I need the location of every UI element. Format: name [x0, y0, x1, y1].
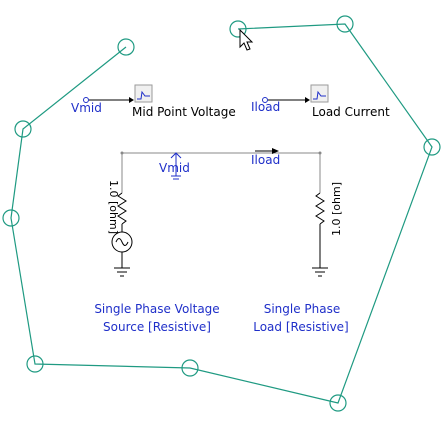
lasso-handle[interactable]	[229, 20, 247, 38]
vmid-node-arrow	[170, 152, 182, 159]
vmid-signal-arrow	[129, 97, 134, 103]
iload-meter-group[interactable]: Iload Load Current	[251, 84, 390, 119]
lasso-handle[interactable]	[26, 355, 44, 373]
iload-signal-arrow	[305, 97, 310, 103]
lasso-selection[interactable]	[2, 15, 441, 412]
vmid-meter-group[interactable]: Vmid Mid Point Voltage	[71, 84, 236, 119]
iload-branch-label: Iload	[251, 153, 280, 167]
arrow-pointer-icon	[239, 28, 254, 51]
lasso-handle[interactable]	[336, 15, 354, 33]
sine-wave-icon	[115, 238, 129, 246]
iload-meter-trace	[313, 90, 326, 100]
source-resistance-label: 1.0 [ohm]	[107, 180, 120, 234]
voltage-source-component[interactable]: 1.0 [ohm]	[107, 153, 133, 277]
lasso-handle[interactable]	[181, 359, 199, 377]
load-resistor-icon	[315, 192, 325, 225]
lasso-handle[interactable]	[117, 38, 135, 56]
vmid-meter-trace	[137, 90, 150, 100]
load-caption-line2: Load [Resistive]	[253, 320, 349, 334]
load-caption-line1: Single Phase	[264, 302, 341, 316]
source-caption-line1: Single Phase Voltage	[94, 302, 219, 316]
vmid-node-label: Vmid	[159, 161, 190, 175]
lasso-handle[interactable]	[423, 138, 441, 156]
source-resistor-icon	[117, 192, 127, 225]
iload-current-arrow-head	[272, 148, 279, 154]
iload-probe-label: Iload	[251, 100, 280, 114]
vmid-probe-label: Vmid	[71, 101, 102, 115]
iload-meter-label: Load Current	[312, 105, 390, 119]
lasso-handle[interactable]	[329, 394, 347, 412]
source-caption-line2: Source [Resistive]	[103, 320, 211, 334]
lasso-handle[interactable]	[2, 209, 20, 227]
vmid-probe-terminal	[83, 97, 89, 103]
lasso-outline	[10, 23, 433, 404]
lasso-handle[interactable]	[14, 120, 32, 138]
circuit-group[interactable]: Vmid Iload 1.0 [ohm] 1.0 [ohm]	[94, 148, 349, 334]
vmid-meter-label: Mid Point Voltage	[132, 105, 236, 119]
load-component[interactable]: 1.0 [ohm]	[312, 153, 343, 277]
iload-probe-terminal	[262, 97, 268, 103]
load-resistance-label: 1.0 [ohm]	[330, 182, 343, 236]
